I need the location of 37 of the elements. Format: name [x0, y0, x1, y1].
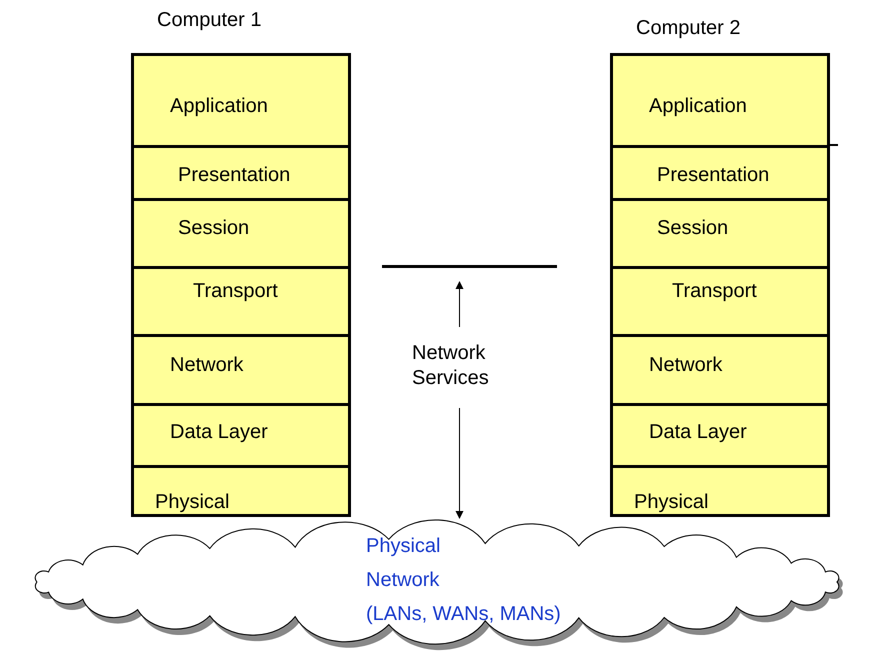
separator-line — [382, 265, 557, 268]
layer-label: Network — [649, 353, 722, 377]
layer-label: Data Layer — [170, 420, 268, 444]
layer-label: Data Layer — [649, 420, 747, 444]
layer-box — [610, 334, 830, 403]
layer-box — [131, 403, 351, 465]
arrow — [456, 281, 464, 328]
layer-box — [131, 266, 351, 334]
layer-box — [131, 465, 351, 517]
layer-label: Physical — [634, 490, 708, 514]
layer-box — [131, 334, 351, 403]
layer-box — [610, 465, 830, 517]
stack-heading: Computer 1 — [157, 8, 262, 32]
layer-box — [610, 266, 830, 334]
layer-box — [131, 53, 351, 145]
cloud-label: Network — [366, 568, 440, 592]
layer-label: Transport — [193, 279, 278, 303]
layer-box — [131, 145, 351, 198]
stack-heading: Computer 2 — [636, 16, 740, 40]
layer-label: Application — [649, 94, 747, 118]
network-services-label: Network Services — [412, 341, 507, 393]
layer-box — [610, 53, 830, 145]
layer-label: Presentation — [178, 163, 290, 187]
layer-box — [610, 145, 830, 198]
arrow — [456, 408, 464, 519]
layer-box — [610, 198, 830, 266]
layer-label: Network — [170, 353, 244, 377]
layer-box — [131, 198, 351, 266]
layer-label: Physical — [155, 490, 230, 514]
cloud-label: Physical — [366, 534, 440, 558]
layer-box — [610, 403, 830, 465]
layer-label: Session — [657, 216, 728, 240]
cloud-label: (LANs, WANs, MANs) — [366, 602, 561, 626]
layer-label: Presentation — [657, 163, 770, 187]
layer-label: Application — [170, 94, 268, 118]
layer-label: Session — [178, 216, 250, 240]
layer-label: Transport — [672, 279, 757, 303]
